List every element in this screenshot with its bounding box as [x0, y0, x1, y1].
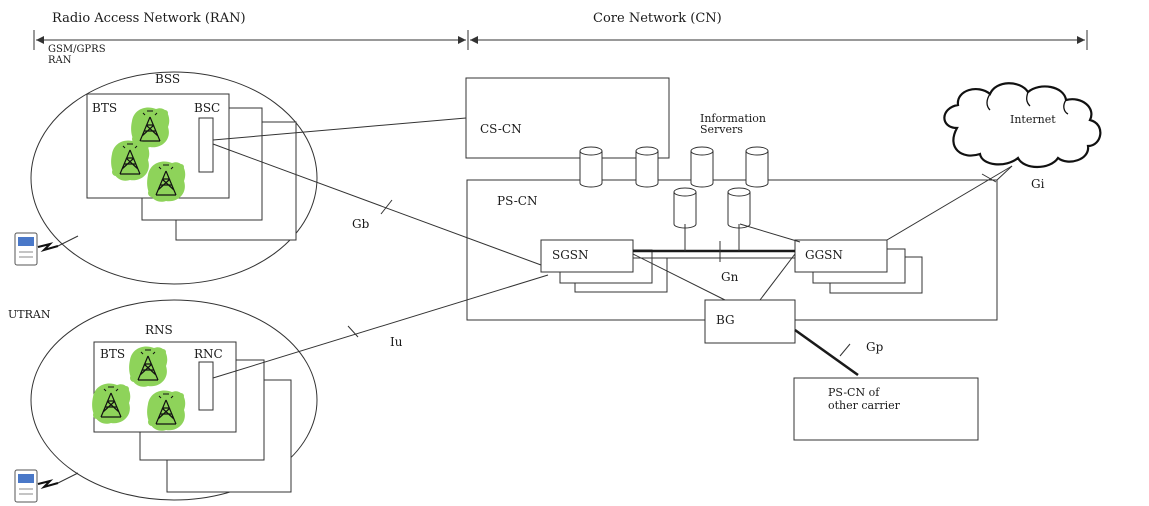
ran-title: Radio Access Network (RAN): [52, 11, 246, 26]
ggsn-label: GGSN: [805, 248, 843, 262]
bg-label: BG: [716, 313, 735, 327]
database-cylinder-icon: [580, 147, 602, 187]
rns-bts-label: BTS: [100, 347, 125, 361]
cs-cn-label: CS-CN: [480, 122, 522, 136]
radio-tower-icon: [147, 162, 185, 202]
iu-label: Iu: [390, 335, 403, 349]
phone-link-line: [58, 236, 78, 246]
info-servers-label-2: Servers: [700, 123, 743, 136]
cn-title: Core Network (CN): [593, 11, 722, 26]
arrowhead-icon: [36, 36, 44, 44]
database-cylinder-icon: [728, 188, 750, 228]
radio-tower-icon: [129, 347, 167, 387]
rns-label: RNS: [145, 323, 173, 337]
arrowhead-icon: [470, 36, 478, 44]
gp-label: Gp: [866, 340, 884, 354]
cs-cn-box: [466, 78, 669, 158]
bg-to-other-carrier-line: [795, 330, 858, 375]
gsm-gprs-label: GSM/GPRS: [48, 44, 106, 55]
bss-bts-label: BTS: [92, 101, 117, 115]
gb-label: Gb: [352, 217, 370, 231]
database-cylinder-icon: [691, 147, 713, 187]
other-carrier-label: PS-CN of: [828, 386, 880, 399]
bsc-unit: [199, 118, 213, 172]
rns-rnc-label: RNC: [194, 347, 223, 361]
arrowhead-icon: [458, 36, 466, 44]
gp-tick: [840, 344, 850, 356]
gi-label: Gi: [1031, 177, 1045, 191]
radio-tower-icon: [147, 391, 185, 431]
ps-cn-label: PS-CN: [497, 194, 537, 208]
arrowhead-icon: [1077, 36, 1085, 44]
sgsn-label: SGSN: [552, 248, 589, 262]
database-cylinder-icon: [746, 147, 768, 187]
internet-label: Internet: [1010, 113, 1056, 126]
utran-label: UTRAN: [8, 308, 51, 321]
lightning-bolt-icon: [38, 244, 58, 250]
database-cylinder-icon: [674, 188, 696, 228]
other-carrier-label-2: other carrier: [828, 399, 901, 412]
phone-link-line: [58, 473, 78, 483]
mobile-phone-icon: [15, 233, 58, 265]
rnc-unit: [199, 362, 213, 410]
database-cylinder-icon: [636, 147, 658, 187]
gn-label: Gn: [721, 270, 739, 284]
radio-tower-icon: [111, 141, 149, 181]
bss-bsc-label: BSC: [194, 101, 220, 115]
gsm-ran-label: RAN: [48, 55, 72, 66]
radio-tower-icon: [92, 384, 130, 424]
lightning-bolt-icon: [38, 481, 58, 487]
rnc-to-sgsn-line: [213, 275, 548, 378]
mobile-phone-icon: [15, 470, 58, 502]
bss-label: BSS: [155, 72, 180, 86]
